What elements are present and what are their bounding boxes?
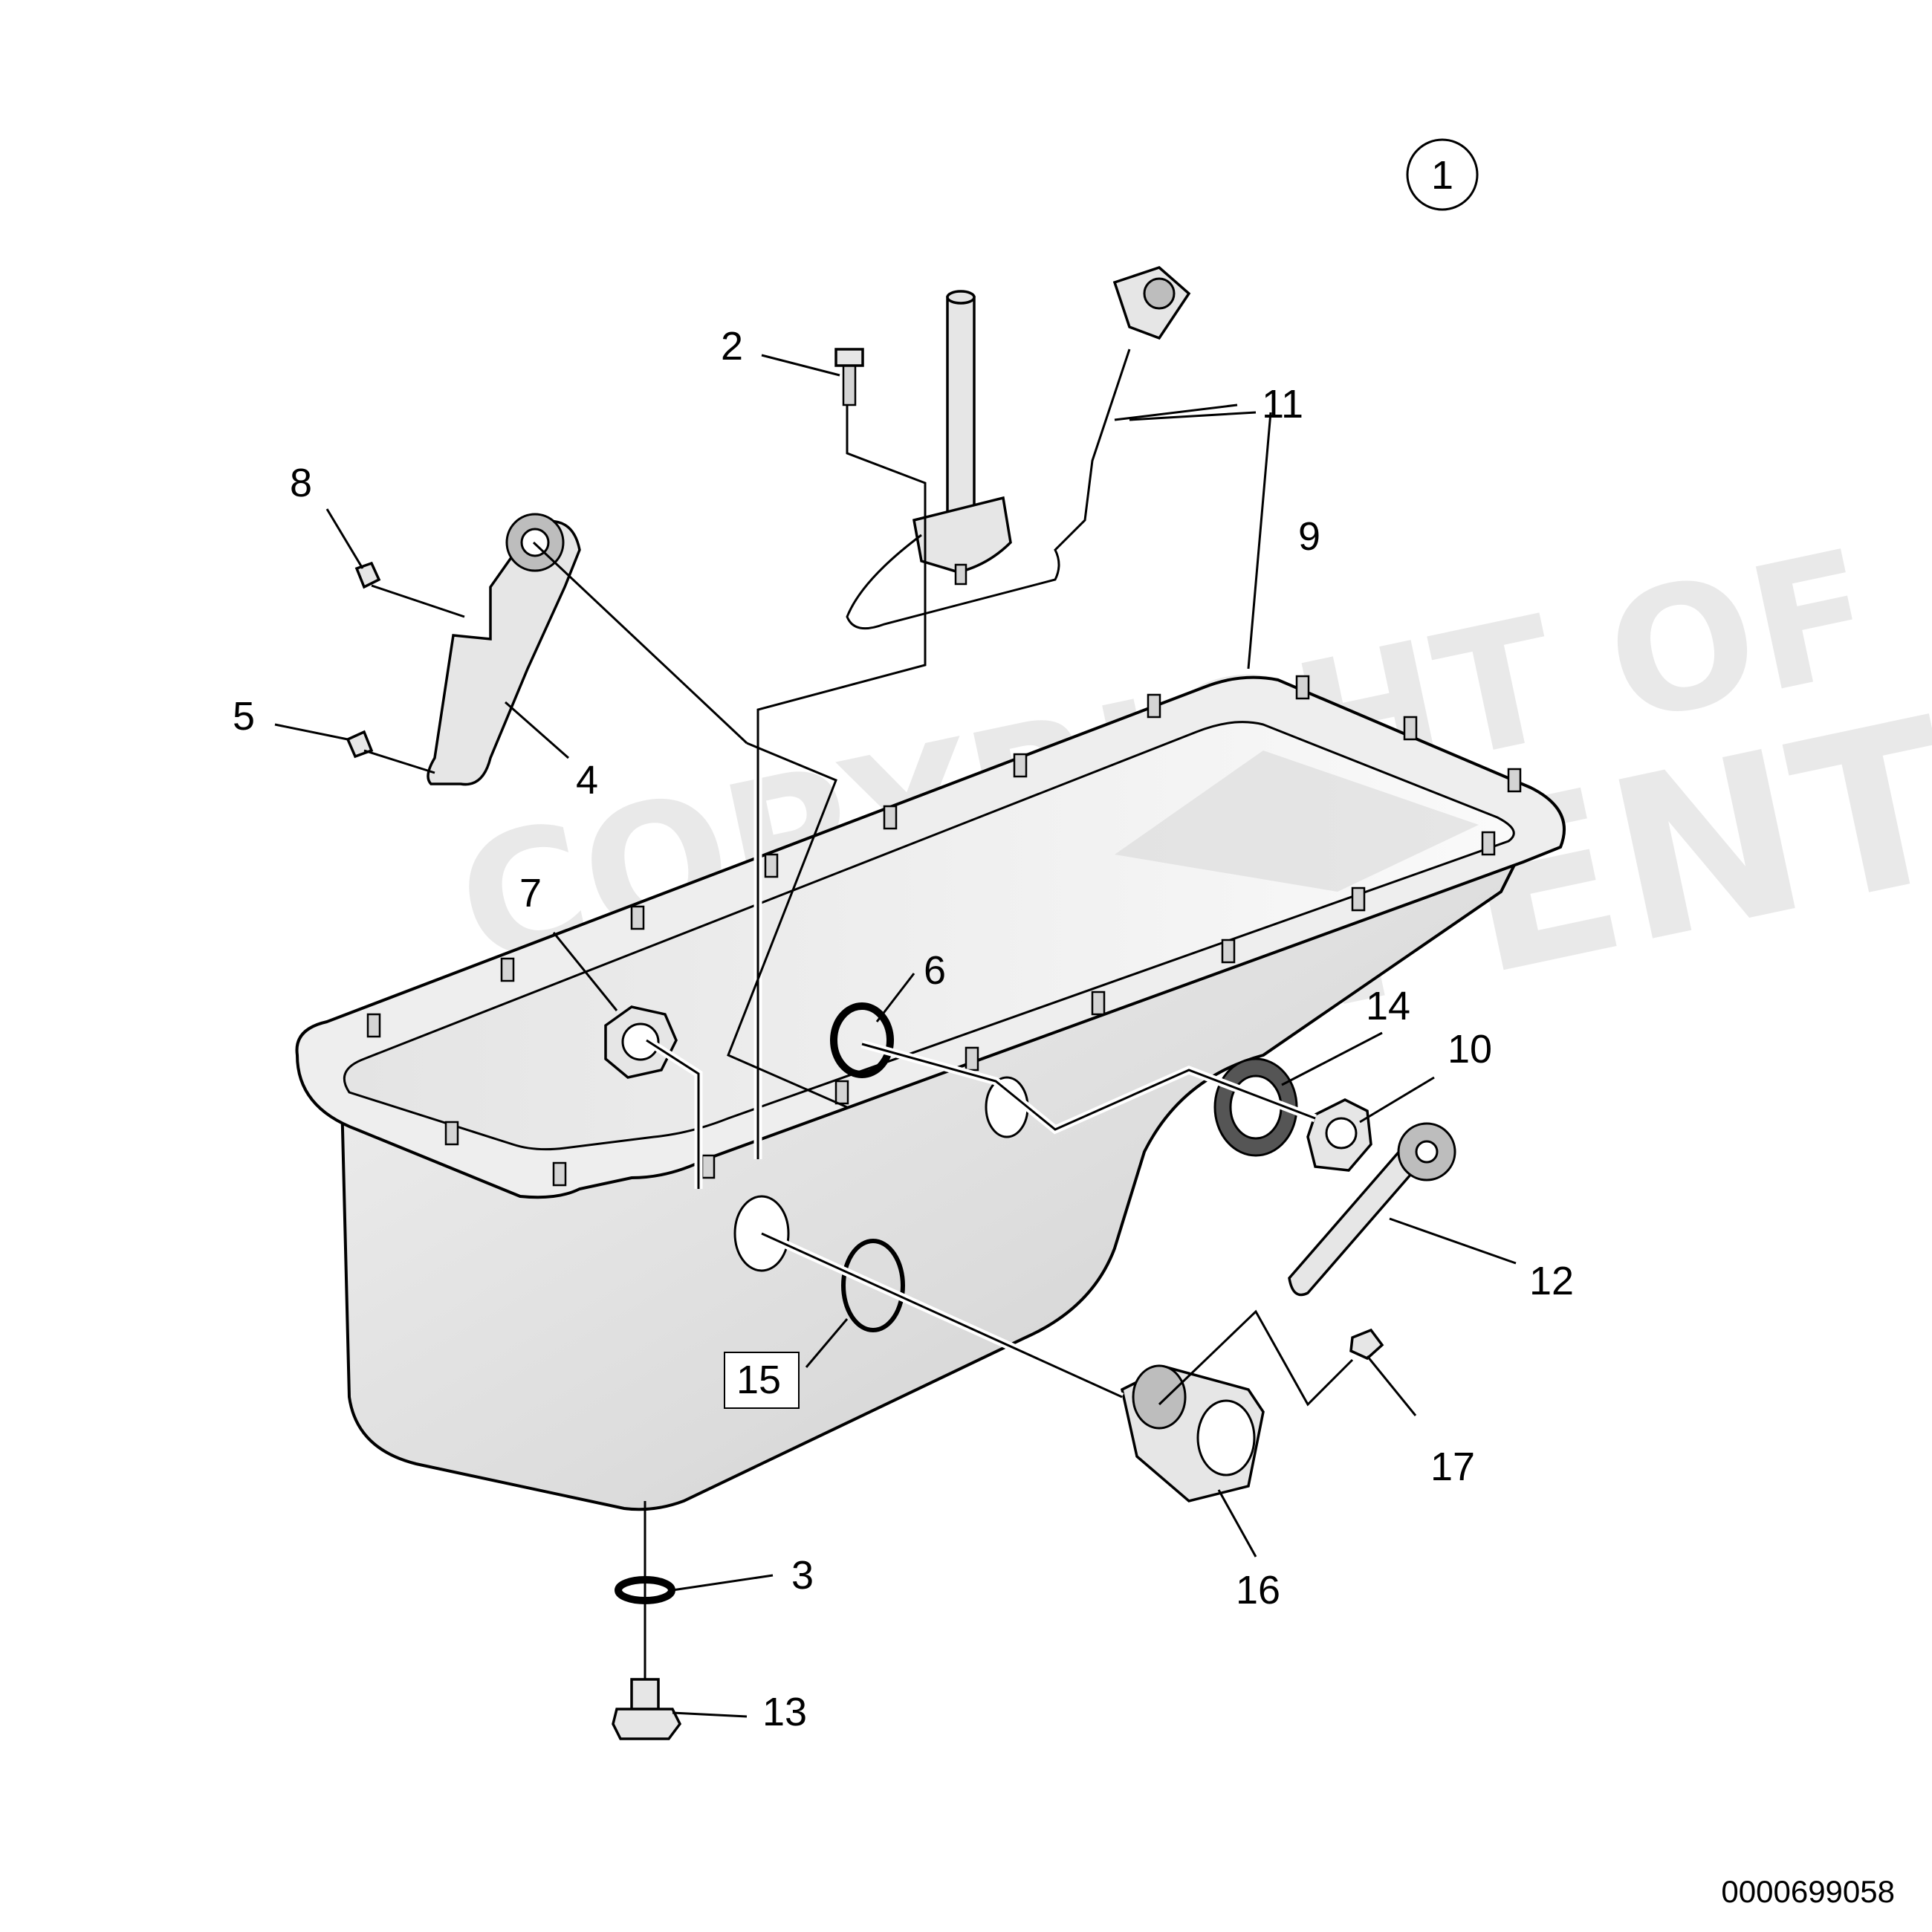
callout-11: 11 (1262, 382, 1303, 427)
callout-15: 15 (736, 1358, 781, 1402)
view-number: 1 (1431, 153, 1453, 198)
leader-lines (274, 354, 1517, 1718)
callout-6: 6 (924, 948, 946, 993)
oil-level-sensor-assembly (846, 266, 1191, 630)
callout-3: 3 (791, 1553, 814, 1598)
callout-2: 2 (721, 324, 743, 369)
callout-13: 13 (762, 1690, 807, 1734)
clip-8 (354, 561, 381, 589)
callout-17: 17 (1430, 1445, 1475, 1489)
elbow-flange-16 (1120, 1364, 1265, 1503)
bracket-4 (427, 513, 581, 786)
o-ring-6 (830, 1002, 894, 1078)
o-ring-15 (841, 1239, 905, 1332)
callout-14: 14 (1366, 984, 1410, 1028)
callout-12: 12 (1529, 1259, 1574, 1303)
callout-4: 4 (576, 758, 598, 803)
callout-8: 8 (290, 461, 312, 505)
callout-5: 5 (233, 694, 255, 739)
flange-bolts (366, 675, 1522, 1187)
drawing-reference-code: 0000699058 (1721, 1874, 1895, 1909)
callout-16: 16 (1236, 1568, 1280, 1612)
callout-9: 9 (1298, 514, 1320, 559)
view-number-circle (1406, 138, 1479, 211)
callout-7: 7 (519, 871, 542, 915)
callout-15-box (724, 1352, 800, 1409)
oil-pan (295, 675, 1566, 1511)
callout-labels: 1 2 3 4 5 6 7 8 9 10 11 12 13 14 15 16 1… (233, 138, 1895, 1909)
flange-bolt-2 (834, 348, 864, 406)
level-sensor-12 (1288, 1122, 1456, 1297)
callout-10: 10 (1448, 1027, 1492, 1072)
bolt-17 (1349, 1328, 1384, 1361)
drain-plug-13 (612, 1678, 682, 1740)
